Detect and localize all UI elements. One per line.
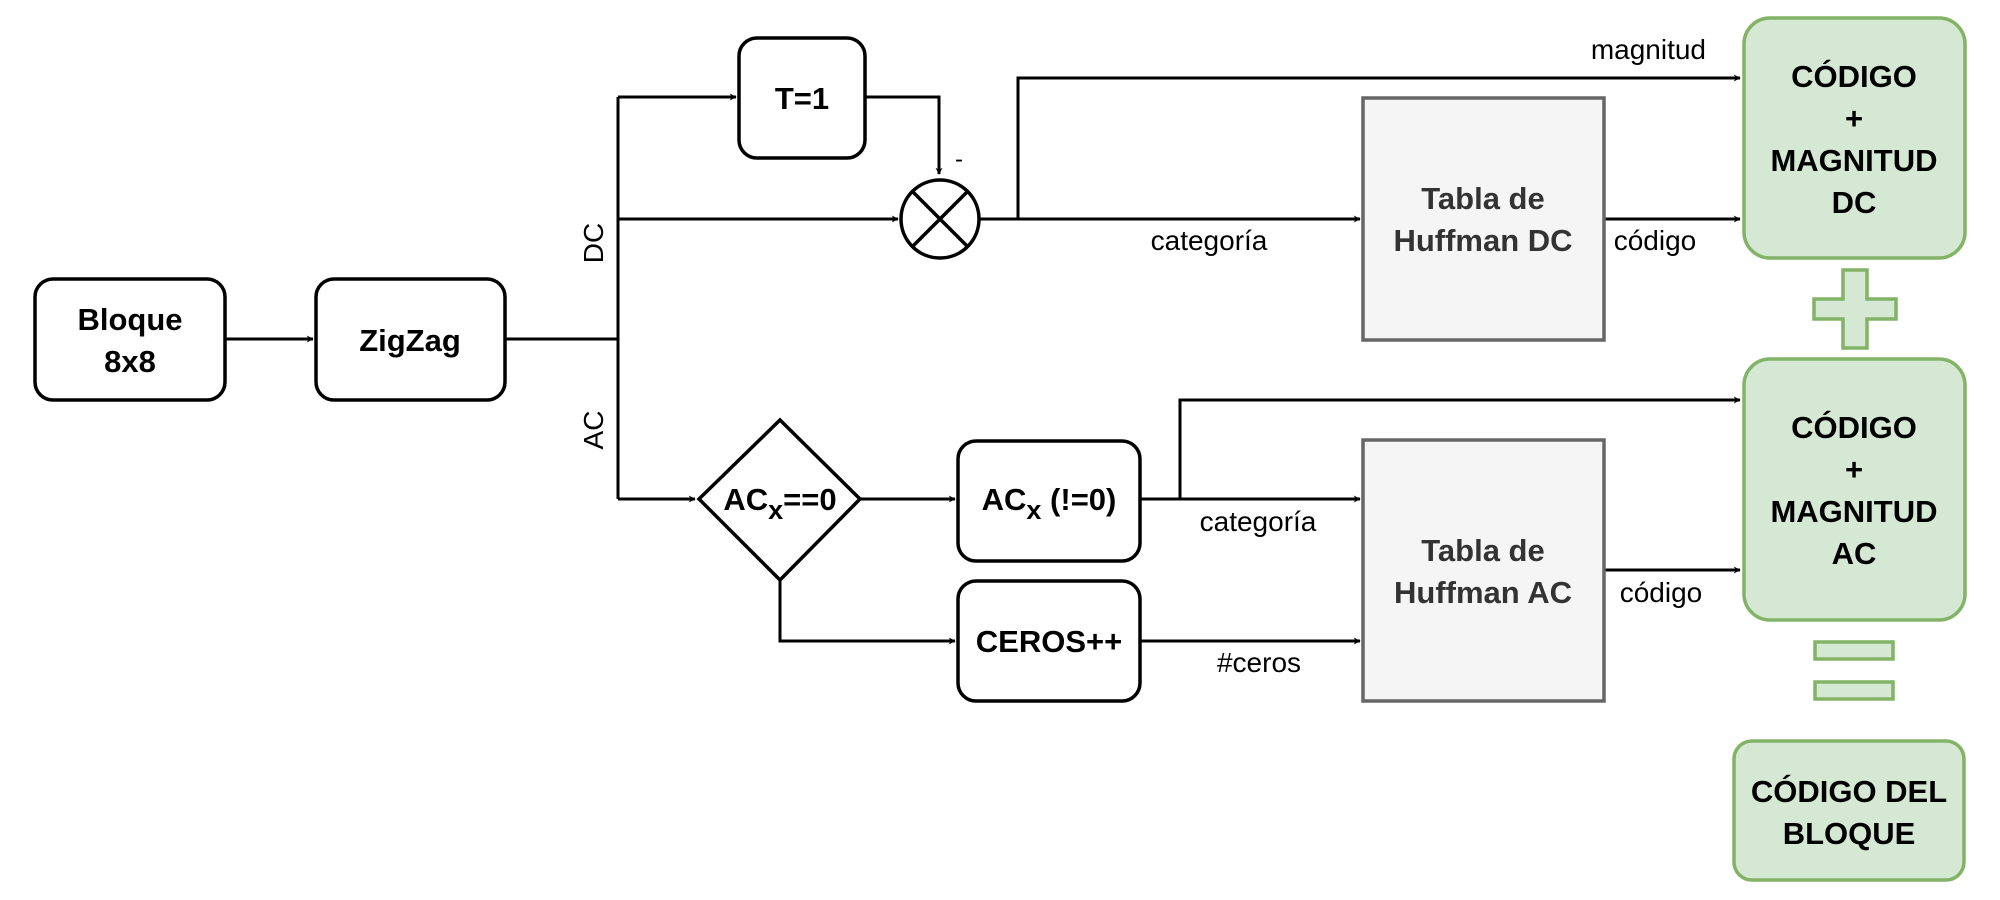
huffman-dc-label-2: Huffman DC — [1393, 223, 1572, 258]
zigzag-label: ZigZag — [359, 323, 461, 358]
node-zigzag: ZigZag — [314, 277, 507, 402]
subtract-sign: - — [955, 146, 963, 173]
node-acx-nonzero: ACx (!=0) — [956, 439, 1142, 563]
label-codigo-ac: código — [1620, 577, 1703, 608]
output-ac-line-4: AC — [1832, 536, 1877, 571]
edge-magnitud-ac — [1178, 396, 1741, 499]
node-huffman-ac: Tabla de Huffman AC — [1361, 438, 1606, 703]
huffman-ac-label-2: Huffman AC — [1394, 575, 1572, 610]
bloque-label-2: 8x8 — [104, 344, 156, 379]
label-magnitud: magnitud — [1591, 34, 1706, 65]
subtractor-cross-b — [910, 189, 970, 249]
label-dc: DC — [578, 223, 609, 263]
output-block-line-1: CÓDIGO DEL — [1751, 773, 1947, 809]
label-ac: AC — [578, 411, 609, 450]
output-ac-line-2: + — [1845, 452, 1863, 487]
output-dc-line-3: MAGNITUD — [1770, 143, 1937, 178]
t1-label: T=1 — [775, 81, 829, 116]
node-t1: T=1 — [737, 36, 867, 160]
edge-magnitud-dc — [1016, 74, 1741, 219]
edge-decision-ceros — [778, 580, 956, 645]
label-ceros: #ceros — [1217, 647, 1301, 678]
node-output-block: CÓDIGO DEL BLOQUE — [1732, 739, 1966, 882]
ceros-label: CEROS++ — [976, 624, 1122, 659]
huffman-ac-label-1: Tabla de — [1421, 533, 1544, 568]
node-bloque: Bloque 8x8 — [33, 277, 227, 402]
output-block-line-2: BLOQUE — [1783, 816, 1916, 851]
huffman-dc-label-1: Tabla de — [1421, 181, 1544, 216]
output-dc-line-2: + — [1845, 101, 1863, 136]
output-dc-line-1: CÓDIGO — [1791, 58, 1917, 94]
output-ac-line-3: MAGNITUD — [1770, 494, 1937, 529]
label-categoria-ac: categoría — [1200, 506, 1317, 537]
output-ac-line-1: CÓDIGO — [1791, 409, 1917, 445]
node-output-ac: CÓDIGO + MAGNITUD AC — [1742, 357, 1967, 622]
label-categoria-dc: categoría — [1151, 225, 1268, 256]
output-dc-line-4: DC — [1832, 185, 1877, 220]
edge-t1-subtract — [865, 95, 943, 175]
node-decision: ACx==0 — [696, 417, 863, 583]
subtractor — [899, 178, 981, 260]
decision-label: ACx==0 — [723, 482, 836, 525]
node-output-dc: CÓDIGO + MAGNITUD DC — [1742, 16, 1967, 260]
plus-icon — [1812, 268, 1898, 350]
connectors — [225, 74, 1741, 645]
equals-icon — [1813, 640, 1895, 701]
node-huffman-dc: Tabla de Huffman DC — [1361, 96, 1606, 342]
label-codigo-dc: código — [1614, 225, 1697, 256]
node-ceros: CEROS++ — [956, 579, 1142, 703]
bloque-label-1: Bloque — [77, 302, 182, 337]
acx-label: ACx (!=0) — [982, 482, 1117, 525]
